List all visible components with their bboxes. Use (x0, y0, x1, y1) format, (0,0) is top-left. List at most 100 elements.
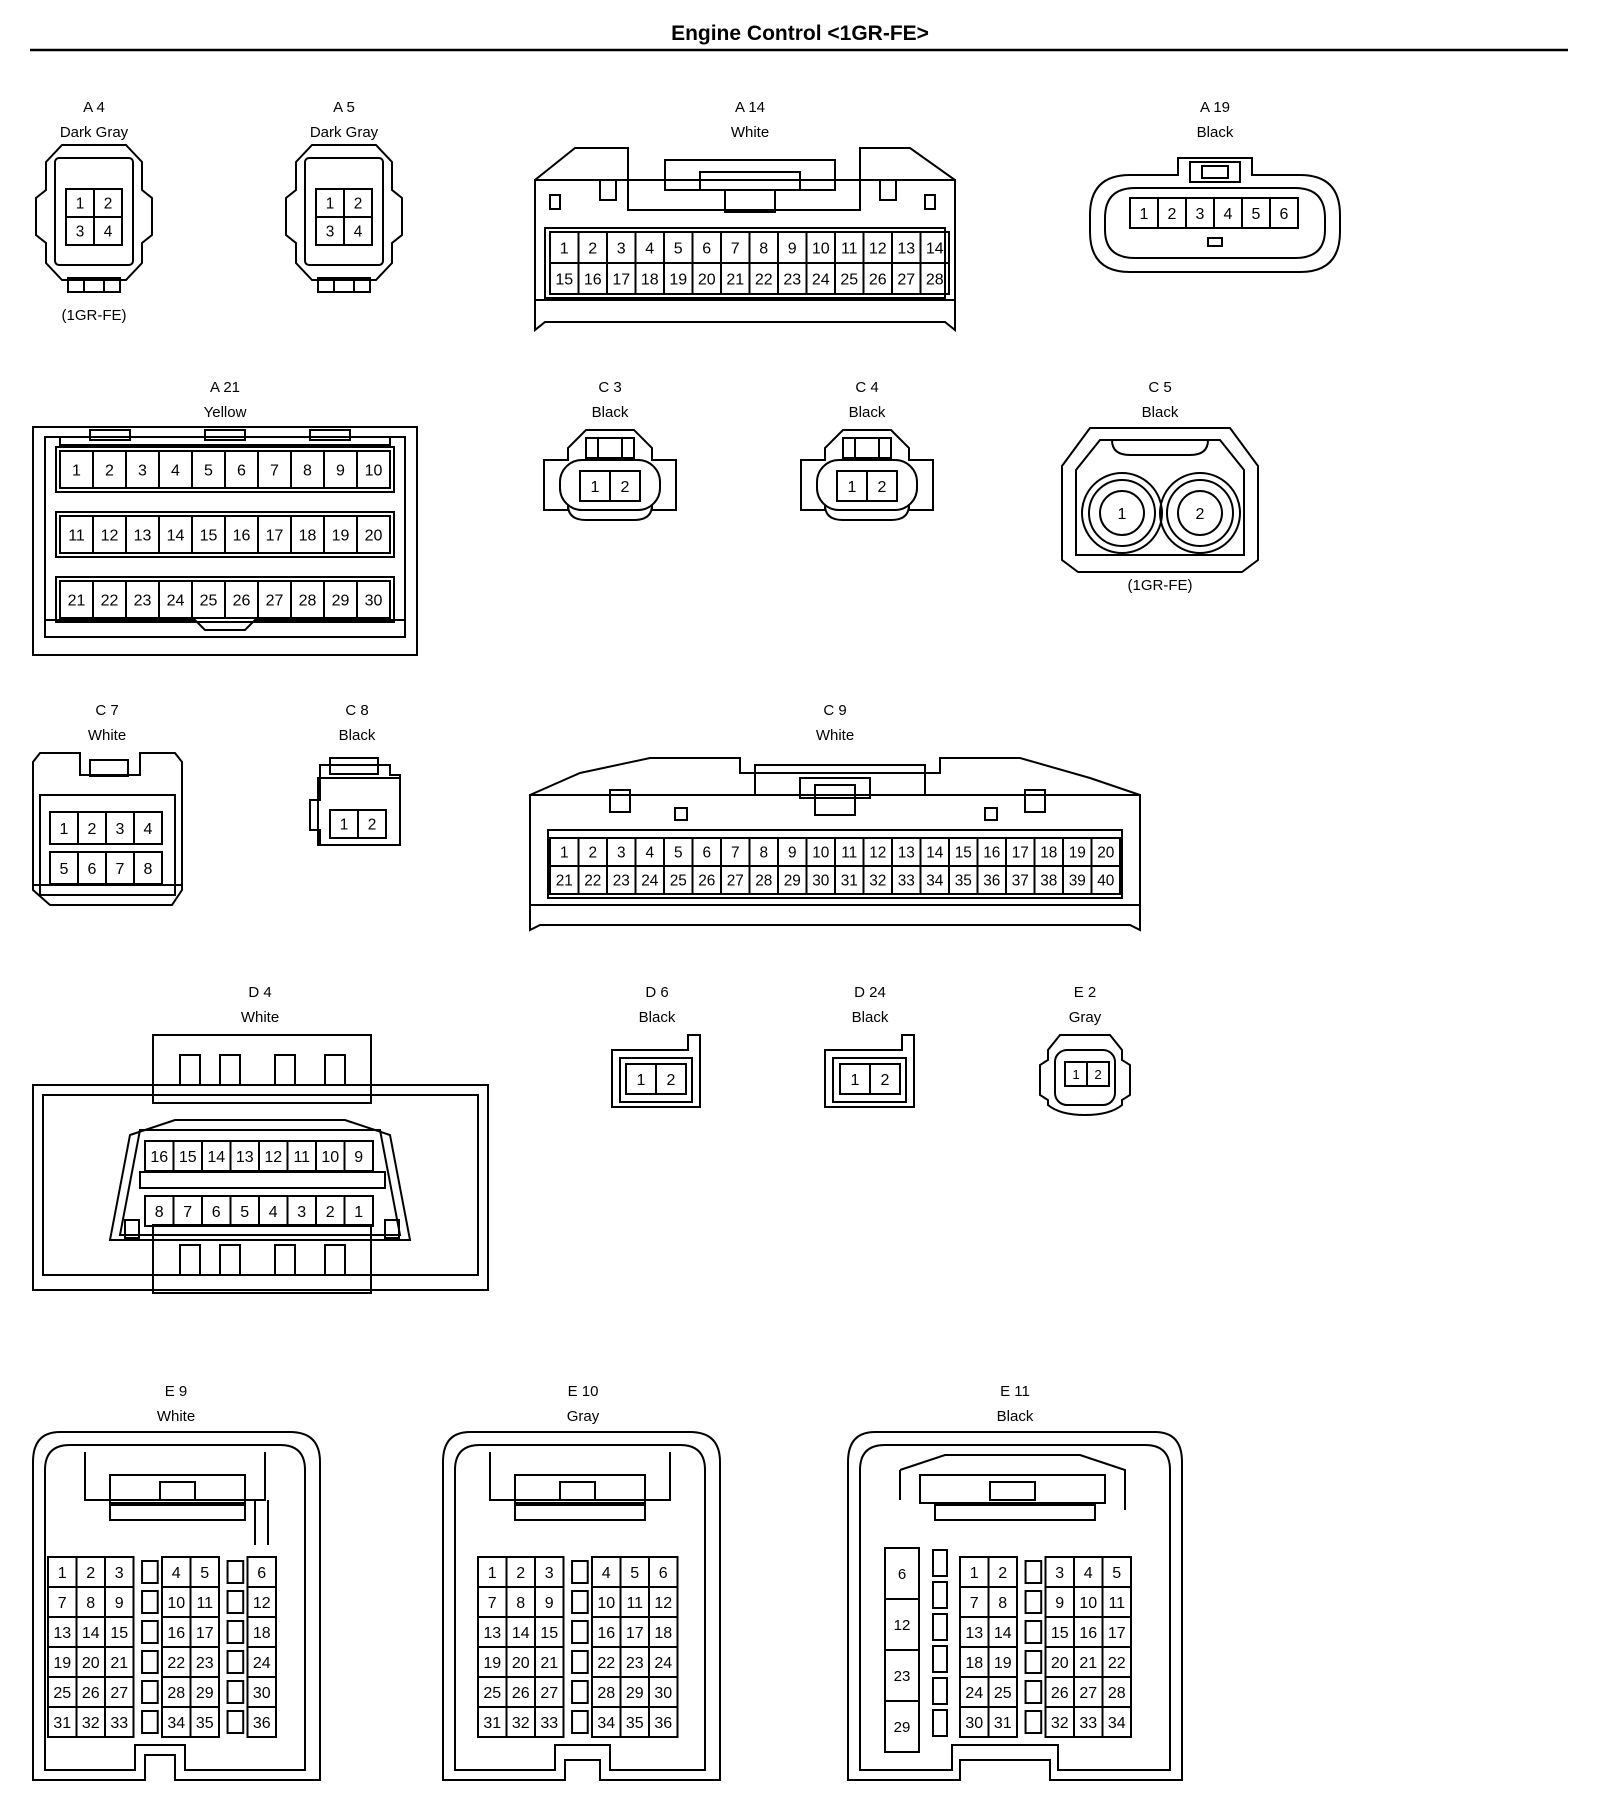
svg-text:1: 1 (1072, 1067, 1079, 1082)
pin-c9-35: 35 (948, 865, 979, 895)
pin-c7-6: 6 (77, 851, 107, 885)
svg-text:22: 22 (584, 873, 601, 890)
svg-text:15: 15 (540, 1625, 558, 1642)
pin-e9-26: 26 (75, 1676, 106, 1708)
svg-text:13: 13 (965, 1625, 983, 1642)
svg-text:1: 1 (326, 196, 335, 213)
svg-text:18: 18 (253, 1625, 271, 1642)
pin-d4-1: 1 (343, 1195, 374, 1227)
pin-a19-2: 2 (1157, 197, 1187, 229)
svg-text:2: 2 (881, 1072, 890, 1089)
pin-slot (1024, 1710, 1043, 1734)
pin-e11-25: 25 (987, 1676, 1018, 1708)
pin-a21-23: 23 (125, 580, 160, 619)
svg-text:34: 34 (167, 1715, 185, 1732)
svg-text:1: 1 (488, 1565, 497, 1582)
connector-a14-code: A 14 (735, 99, 765, 116)
pin-slot (226, 1620, 245, 1644)
svg-text:2: 2 (588, 240, 597, 257)
pin-a21-27: 27 (257, 580, 292, 619)
svg-text:23: 23 (894, 1668, 911, 1685)
pin-e10-31: 31 (477, 1706, 508, 1738)
pin-e10-33: 33 (534, 1706, 565, 1738)
pin-c9-37: 37 (1005, 865, 1036, 895)
pin-slot (1024, 1650, 1043, 1674)
connector-e10-color: Gray (567, 1408, 600, 1425)
pin-e9-14: 14 (75, 1616, 106, 1648)
svg-text:17: 17 (1012, 845, 1029, 862)
svg-text:26: 26 (698, 873, 715, 890)
pin-slot (226, 1560, 245, 1584)
svg-text:16: 16 (584, 271, 602, 288)
svg-text:35: 35 (626, 1715, 644, 1732)
connector-c5 (1061, 427, 1259, 573)
pin-slot (141, 1680, 159, 1704)
pin-a21-29: 29 (323, 580, 358, 619)
pin-e9-16: 16 (161, 1616, 192, 1648)
pin-e9-13: 13 (47, 1616, 78, 1648)
svg-text:20: 20 (698, 271, 716, 288)
svg-text:3: 3 (617, 845, 626, 862)
svg-text:10: 10 (321, 1149, 339, 1166)
svg-text:2: 2 (516, 1565, 525, 1582)
pin-e9-22: 22 (161, 1646, 192, 1678)
svg-text:4: 4 (1084, 1565, 1093, 1582)
pin-a21-3: 3 (125, 450, 160, 489)
pin-slot (141, 1560, 159, 1584)
svg-text:3: 3 (545, 1565, 554, 1582)
svg-text:1: 1 (560, 240, 569, 257)
pin-e10-10: 10 (591, 1586, 622, 1618)
pin-c9-27: 27 (720, 865, 751, 895)
svg-text:17: 17 (196, 1625, 214, 1642)
svg-text:10: 10 (597, 1595, 615, 1612)
svg-text:10: 10 (365, 462, 383, 479)
svg-text:5: 5 (630, 1565, 639, 1582)
connector-a19 (1089, 157, 1341, 273)
pin-c5-1: 1 (1081, 472, 1163, 554)
pin-c9-32: 32 (862, 865, 893, 895)
svg-text:1: 1 (76, 196, 85, 213)
connector-e10 (442, 1431, 721, 1781)
pin-c9-13: 13 (891, 837, 922, 867)
svg-text:34: 34 (926, 873, 944, 890)
pin-a21-2: 2 (92, 450, 127, 489)
connector-c8-color: Black (339, 727, 376, 744)
pin-a14-4: 4 (634, 231, 665, 264)
svg-text:22: 22 (597, 1655, 615, 1672)
svg-text:4: 4 (104, 224, 113, 241)
svg-text:34: 34 (597, 1715, 615, 1732)
svg-text:8: 8 (998, 1595, 1007, 1612)
svg-text:4: 4 (172, 1565, 181, 1582)
pin-a5-2: 2 (343, 188, 373, 218)
svg-text:2: 2 (667, 1072, 676, 1089)
pin-e11-18: 18 (959, 1646, 990, 1678)
svg-text:2: 2 (105, 462, 114, 479)
pin-a21-15: 15 (191, 515, 226, 554)
svg-text:12: 12 (264, 1149, 282, 1166)
pin-a4-1: 1 (65, 188, 95, 218)
pin-e10-25: 25 (477, 1676, 508, 1708)
svg-text:7: 7 (183, 1204, 192, 1221)
pin-a21-8: 8 (290, 450, 325, 489)
svg-text:27: 27 (266, 592, 284, 609)
pin-e11-13: 13 (959, 1616, 990, 1648)
svg-text:32: 32 (82, 1715, 100, 1732)
pin-slot (932, 1645, 948, 1673)
svg-text:8: 8 (144, 861, 153, 878)
pin-e10-32: 32 (505, 1706, 536, 1738)
svg-text:14: 14 (512, 1625, 530, 1642)
pin-e11-20: 20 (1044, 1646, 1075, 1678)
svg-text:30: 30 (965, 1715, 983, 1732)
pin-e9-1: 1 (47, 1556, 78, 1588)
pin-a4-2: 2 (93, 188, 123, 218)
pin-c3-1: 1 (579, 470, 611, 502)
pin-d4-9: 9 (343, 1140, 374, 1172)
pin-e10-22: 22 (591, 1646, 622, 1678)
pin-e11-2: 2 (987, 1556, 1018, 1588)
svg-text:3: 3 (115, 1565, 124, 1582)
svg-text:2: 2 (354, 196, 363, 213)
pin-c9-10: 10 (805, 837, 836, 867)
